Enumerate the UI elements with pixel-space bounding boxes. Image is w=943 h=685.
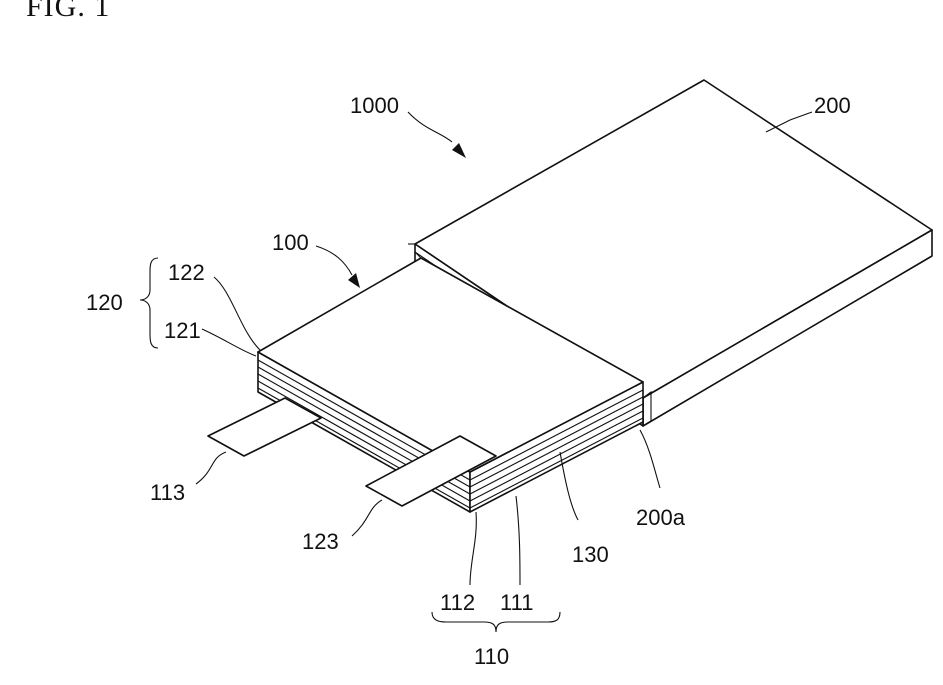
leader-112: [470, 512, 476, 585]
brace-110: [432, 612, 560, 632]
label-111: 111: [500, 590, 533, 615]
label-121: 121: [164, 318, 201, 343]
label-112: 112: [440, 590, 475, 615]
label-120: 120: [86, 290, 123, 315]
label-100: 100: [272, 230, 309, 255]
leader-100: [316, 246, 352, 275]
label-122: 122: [168, 260, 205, 285]
label-200: 200: [814, 93, 851, 118]
leader-111: [516, 496, 520, 585]
leader-1000: [408, 112, 452, 142]
label-113: 113: [150, 480, 185, 505]
leader-123: [352, 500, 382, 536]
label-200a: 200a: [636, 505, 686, 530]
label-1000: 1000: [350, 93, 399, 118]
leader-200: [766, 112, 812, 132]
leader-200a: [640, 430, 660, 488]
label-123: 123: [302, 529, 339, 554]
label-110: 110: [474, 644, 509, 669]
leader-113: [196, 452, 226, 484]
label-130: 130: [572, 542, 609, 567]
leader-122: [214, 277, 260, 350]
arrow-1000: [452, 143, 466, 158]
brace-120: [140, 258, 158, 348]
arrow-100: [348, 273, 360, 288]
